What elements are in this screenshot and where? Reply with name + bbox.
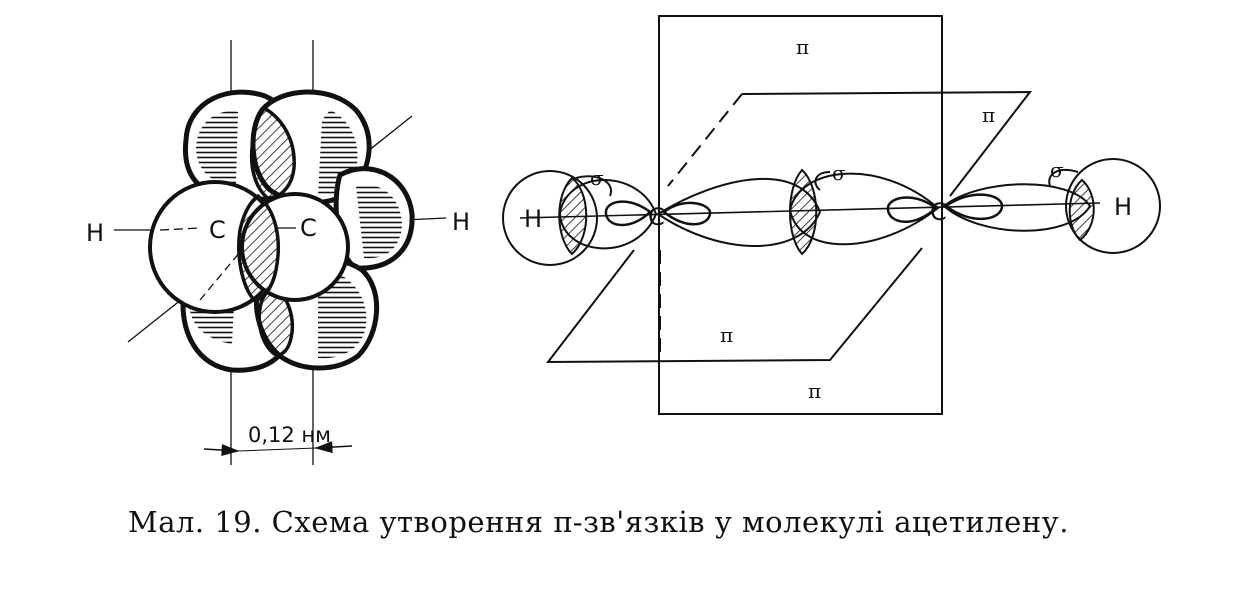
overlap-region-center <box>237 193 280 302</box>
sigma-lobe-center <box>656 177 822 247</box>
overlap-hatch-right <box>1068 178 1095 242</box>
bond-length-label: 0,12 нм <box>248 423 331 447</box>
right-hydrogen-label-l: H <box>524 205 542 233</box>
right-hydrogen-label-r: H <box>1114 193 1132 221</box>
pi-label-diag-lower: π <box>720 323 733 347</box>
pi-label-diag-upper: π <box>982 103 995 127</box>
sigma-lobe-right <box>942 183 1092 232</box>
space-filling-model <box>114 40 447 465</box>
horizontal-pi-plane-hidden <box>659 93 743 360</box>
pi-label-bottom: π <box>808 379 821 403</box>
hydrogen-sphere-left <box>502 170 598 266</box>
left-carbon-label-1: C <box>209 216 226 244</box>
sigma-label-left: σ <box>590 166 604 190</box>
sigma-label-middle: σ <box>832 161 846 185</box>
hydrogen-sphere-right <box>1065 158 1161 254</box>
horizontal-pi-plane-front <box>545 247 923 364</box>
overlap-hatch-center <box>789 168 818 256</box>
sigma-label-right: σ <box>1050 158 1064 182</box>
horizontal-pi-plane-back <box>741 90 1033 197</box>
right-carbon-label-l: C <box>648 203 665 231</box>
pi-label-top: π <box>796 35 809 59</box>
dimension-line <box>203 444 240 457</box>
left-hydrogen-label-l: H <box>86 219 104 247</box>
left-carbon-label-2: C <box>300 214 317 242</box>
figure-caption: Мал. 19. Схема утворення π-зв'язків у мо… <box>128 505 1069 539</box>
left-hydrogen-label-r: H <box>452 208 470 236</box>
molecular-axis <box>519 202 1101 219</box>
orbital-scheme <box>502 15 1161 415</box>
right-carbon-label-r: C <box>930 198 947 226</box>
